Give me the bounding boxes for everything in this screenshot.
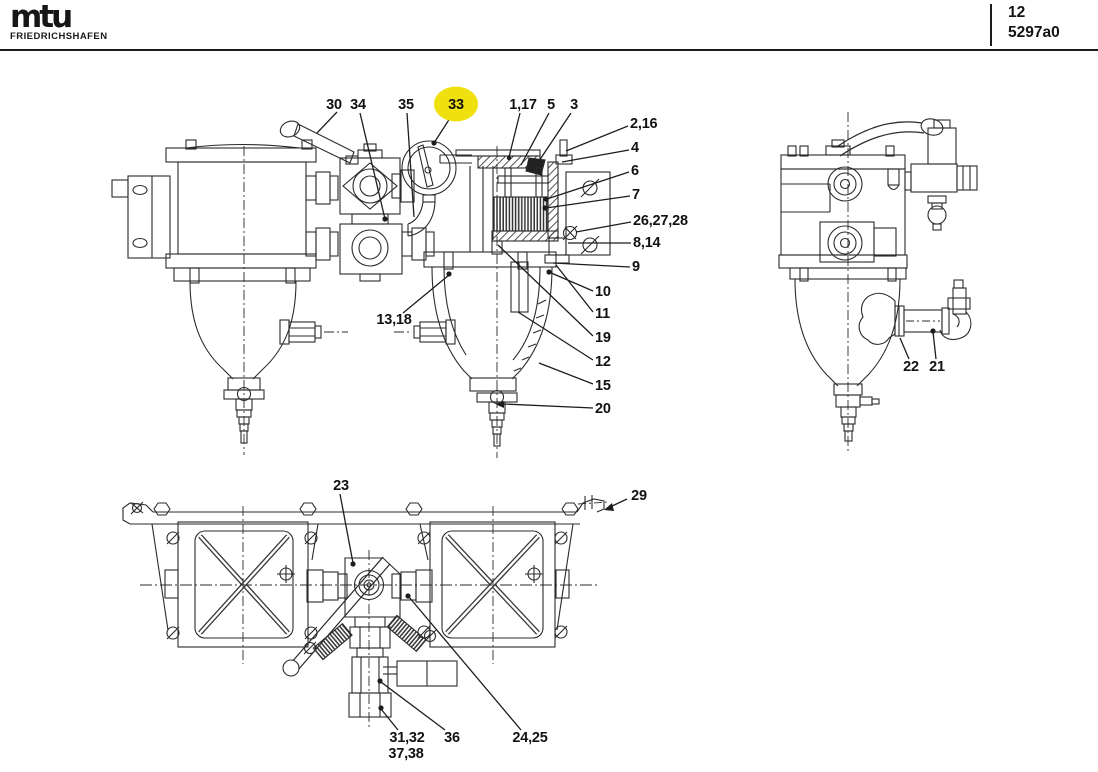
brand-subtitle: FRIEDRICHSHAFEN <box>10 31 108 42</box>
callout-21[interactable]: 21 <box>929 359 945 375</box>
callout-37-38[interactable]: 37,38 <box>388 746 424 762</box>
header-rule <box>0 49 1098 51</box>
callout-9[interactable]: 9 <box>632 259 640 275</box>
callout-12[interactable]: 12 <box>595 354 611 370</box>
callout-36[interactable]: 36 <box>444 730 460 746</box>
callout-20[interactable]: 20 <box>595 401 611 417</box>
callout-11[interactable]: 11 <box>595 306 610 322</box>
callout-1-17[interactable]: 1,17 <box>509 97 537 113</box>
callout-2-16[interactable]: 2,16 <box>630 116 658 132</box>
page-number: 12 <box>1008 4 1026 21</box>
figure-code: 5297a0 <box>1008 24 1060 41</box>
callout-3[interactable]: 3 <box>570 97 578 113</box>
header-divider <box>990 4 992 46</box>
callout-5[interactable]: 5 <box>547 97 555 113</box>
left-filter-top <box>151 506 319 664</box>
callout-33-highlighted[interactable]: 33 <box>448 97 464 113</box>
left-filter-bowl <box>189 146 348 455</box>
highlight-ellipse <box>434 86 478 122</box>
changeover-valve-top <box>282 550 458 730</box>
callout-31-32[interactable]: 31,32 <box>389 730 425 746</box>
callout-24-25[interactable]: 24,25 <box>512 730 548 746</box>
right-filter-top <box>417 506 574 664</box>
callout-4[interactable]: 4 <box>631 140 639 156</box>
bowl-side-fitting <box>858 279 972 345</box>
side-view-single-filter <box>778 112 978 452</box>
brand-wordmark: mtu <box>10 0 73 35</box>
right-filter-bowl <box>394 146 557 458</box>
callout-26-27-28[interactable]: 26,27,28 <box>633 213 688 229</box>
callout-7[interactable]: 7 <box>632 187 640 203</box>
callout-23[interactable]: 23 <box>333 478 349 494</box>
callout-29[interactable]: 29 <box>631 488 647 504</box>
pressure-gauge <box>401 140 457 237</box>
bottom-top-view <box>122 495 609 730</box>
callout-15[interactable]: 15 <box>595 378 611 394</box>
callout-8-14[interactable]: 8,14 <box>633 235 661 251</box>
callout-10[interactable]: 10 <box>595 284 611 300</box>
mtu-logo: mtu FRIEDRICHSHAFEN <box>10 0 108 43</box>
filter-cross-section <box>455 139 611 264</box>
rail-bolts <box>153 502 579 516</box>
callout-13-18[interactable]: 13,18 <box>376 312 412 328</box>
callout-22[interactable]: 22 <box>903 359 919 375</box>
leader-lines <box>316 111 937 731</box>
callout-19[interactable]: 19 <box>595 330 611 346</box>
callout-6[interactable]: 6 <box>631 163 639 179</box>
callout-30[interactable]: 30 <box>326 97 342 113</box>
callout-34[interactable]: 34 <box>350 97 366 113</box>
callout-35[interactable]: 35 <box>398 97 414 113</box>
main-view-duplex-filter <box>111 120 611 458</box>
changeover-lever <box>279 120 359 165</box>
